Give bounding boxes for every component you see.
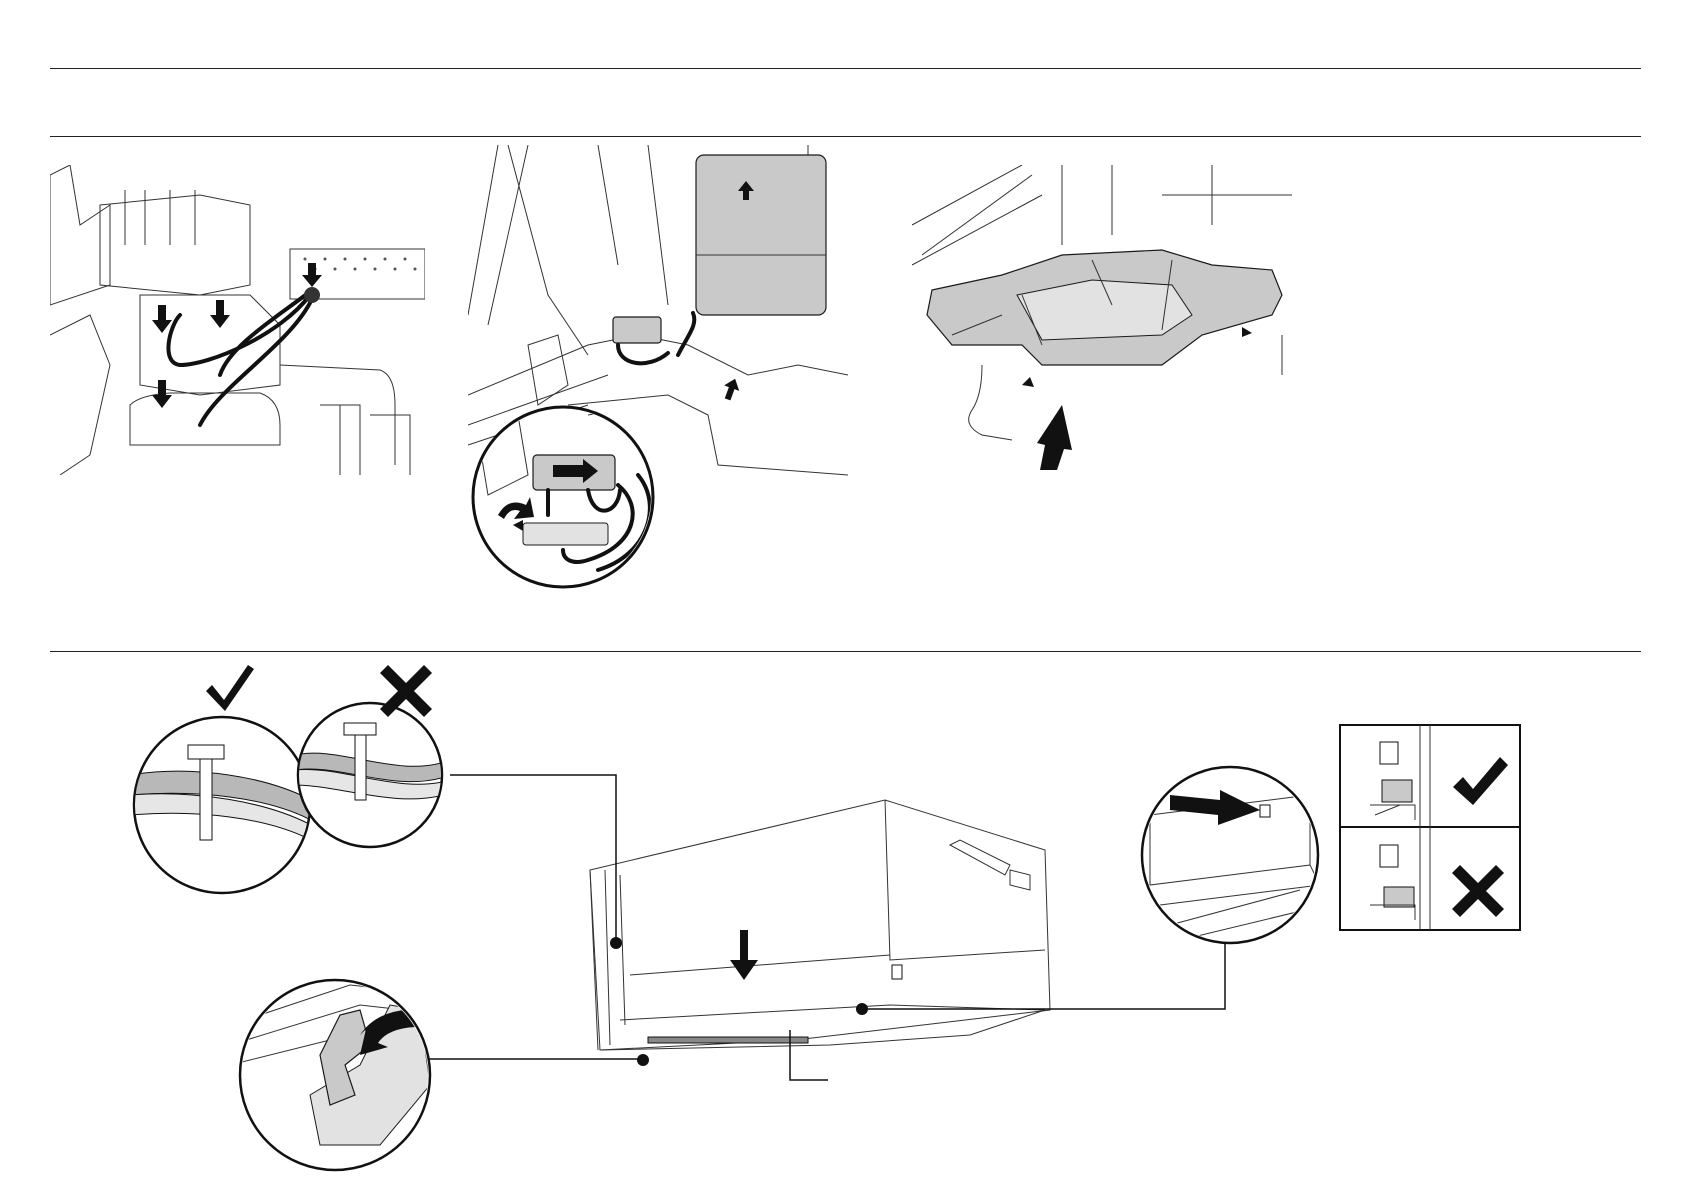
check-mark-icon [206, 665, 254, 711]
fig-drawer-bracket [428, 775, 1225, 1080]
fig-cable-tie-incorrect [295, 665, 450, 847]
cross-mark-icon [380, 665, 432, 717]
fig-cable-tie-correct [130, 665, 320, 893]
drawer-alignment-figure [130, 665, 1530, 1175]
fig-base-cover-removal [468, 145, 848, 590]
fig-base-cover-installation [912, 165, 1292, 470]
section-rule-lower [50, 651, 1641, 652]
fig-bracket-position-check [1142, 725, 1520, 945]
top-rule [50, 68, 1641, 69]
fig-water-supply-hose-routing [50, 165, 425, 475]
section-rule [50, 136, 1641, 137]
fig-hinge-clip [230, 980, 450, 1170]
